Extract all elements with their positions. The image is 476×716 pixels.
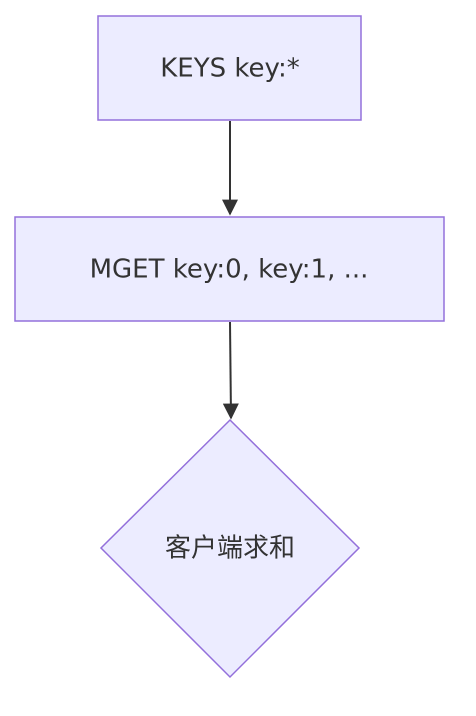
node-mget-label: MGET key:0, key:1, ... (90, 255, 369, 285)
node-sum-diamond (99, 418, 361, 679)
node-keys: KEYS key:* (97, 15, 362, 121)
node-mget: MGET key:0, key:1, ... (14, 216, 445, 322)
node-mget-box (14, 216, 445, 322)
node-sum: 客户端求和 (99, 418, 361, 679)
node-keys-box (97, 15, 362, 121)
edge-mget-to-sum (222, 321, 239, 420)
node-keys-label: KEYS key:* (160, 54, 300, 84)
node-sum-label: 客户端求和 (165, 534, 295, 564)
